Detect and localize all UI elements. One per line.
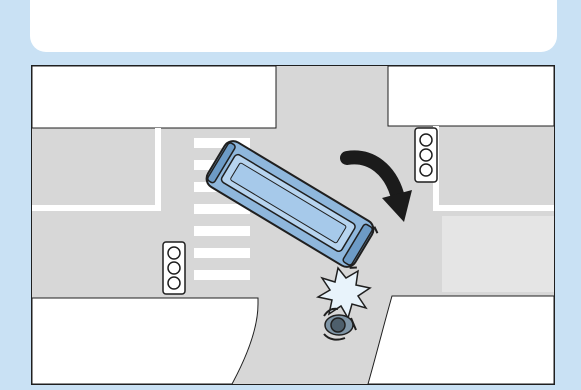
traffic-light-lower-icon [162, 241, 186, 295]
lane-marking-left [32, 128, 161, 211]
wheelchair-user-icon [323, 307, 357, 341]
turning-bus-icon [205, 140, 379, 269]
right-side-block [442, 216, 554, 292]
traffic-light-upper-icon [414, 127, 438, 183]
lot-bottom-left [32, 297, 259, 384]
intersection-illustration [31, 65, 555, 385]
top-panel [30, 0, 557, 52]
lot-top-right [387, 66, 554, 127]
lot-top-left [32, 66, 277, 129]
lot-bottom-right [367, 295, 554, 384]
turn-arrow-icon [340, 150, 412, 222]
